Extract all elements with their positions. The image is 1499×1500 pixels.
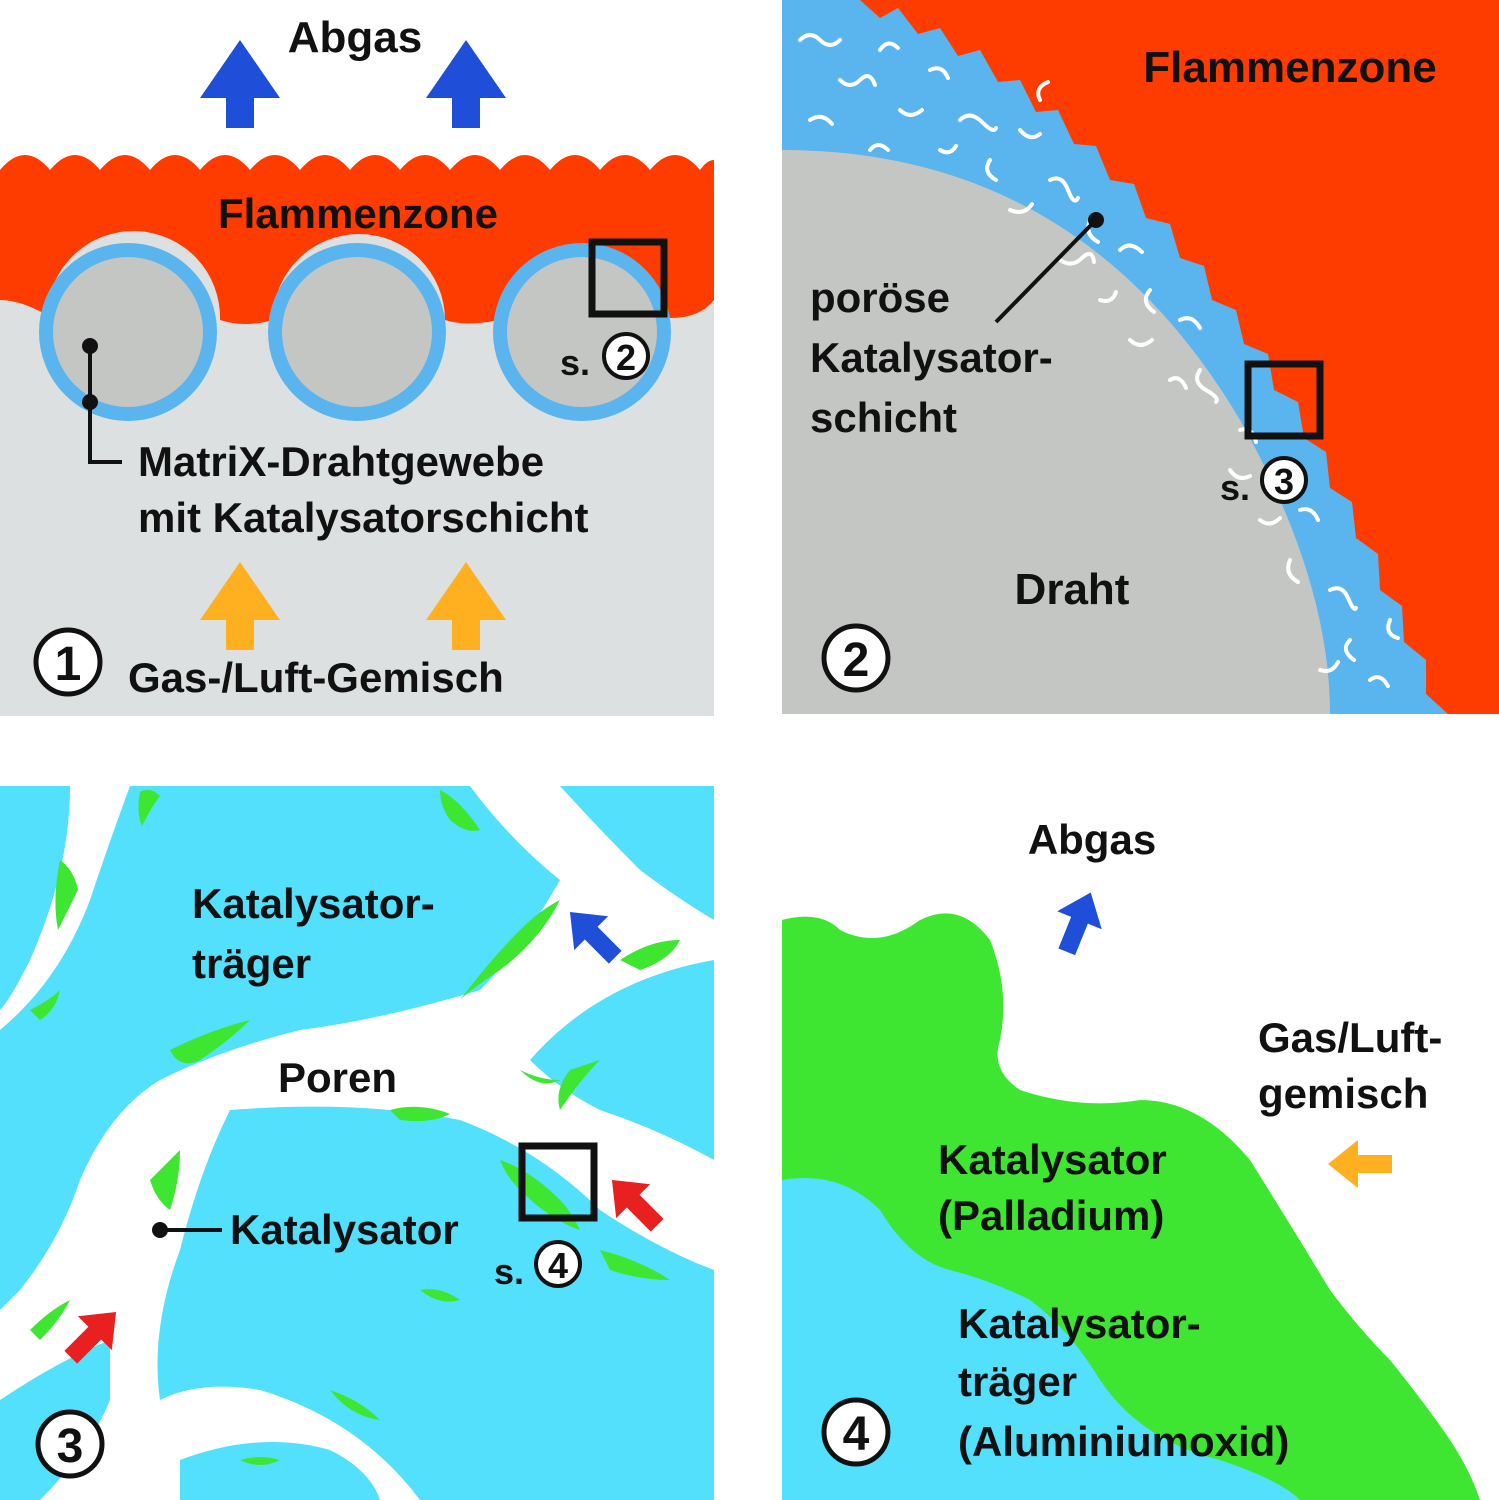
zoom-box-3 [518, 1142, 598, 1222]
carrier-line1-4: Katalysator- [958, 1300, 1201, 1347]
panel-3: Katalysator- träger Poren Katalysator s.… [0, 786, 714, 1500]
ref-number-1: 2 [616, 337, 636, 378]
panel-number-1: 1 [55, 638, 82, 691]
ref-circle-1 [602, 332, 650, 380]
ref-prefix-1: s. [560, 342, 590, 383]
catalyst-label-3: Katalysator [230, 1206, 459, 1253]
carrier-grain-left-top [0, 786, 70, 1010]
matrix-label-line1: MatriX-Drahtgewebe [138, 438, 544, 485]
exhaust-arrow-3 [569, 911, 622, 964]
mixture-label-1: Gas-/Luft-Gemisch [128, 654, 504, 701]
mixture-arrow-right [426, 562, 506, 650]
ref-circle-3 [534, 1240, 582, 1288]
exhaust-label-1: Abgas [288, 13, 422, 62]
zoom-box-1 [588, 238, 668, 318]
porous-leader-line [994, 220, 1096, 324]
matrix-label-line2: mit Katalysatorschicht [138, 494, 588, 541]
panel-number-4: 4 [843, 1408, 870, 1461]
carrier-grain-right-mid [530, 960, 714, 1160]
wire-2 [782, 150, 1330, 714]
mixture-arrow-3-right [611, 1179, 664, 1232]
flame-zone-1 [0, 155, 714, 324]
porous-line2: Katalysator- [810, 334, 1053, 381]
ref-circle-2 [1260, 456, 1308, 504]
ref-number-2: 3 [1274, 461, 1294, 502]
panel-number-2: 2 [843, 634, 870, 687]
leader-dot-bottom [82, 394, 98, 410]
mixture-arrow-left [200, 562, 280, 650]
catalyst-line2-4: (Palladium) [938, 1192, 1164, 1239]
ref-number-3: 4 [548, 1245, 568, 1286]
panel-number-circle-3 [35, 1409, 105, 1479]
panel-number-circle-1 [33, 627, 103, 697]
carrier-grain-right-top [560, 786, 714, 920]
wire-circle-3 [493, 243, 671, 421]
wire-circle-2 [268, 243, 446, 421]
exhaust-arrow-4 [1057, 892, 1102, 956]
porous-line3: schicht [810, 394, 957, 441]
mixture-line1-4: Gas/Luft- [1258, 1014, 1442, 1061]
zoom-box-2 [1244, 360, 1324, 440]
pores-label: Poren [278, 1054, 397, 1101]
catalyst-leader-dot [152, 1222, 168, 1238]
mixture-arrow-4 [1328, 1140, 1392, 1188]
ref-prefix-2: s. [1220, 467, 1250, 508]
carrier-body-4 [782, 1178, 1300, 1500]
carrier-line1-3: Katalysator- [192, 880, 435, 927]
leader-dot-top [82, 338, 98, 354]
panel-2: Flammenzone poröse Katalysator- schicht … [782, 0, 1499, 714]
carrier-grain-bottom-mid [180, 1442, 380, 1500]
carrier-grain-upper [0, 786, 560, 1310]
porous-line1: poröse [810, 274, 950, 321]
wire-label-2: Draht [1015, 565, 1130, 614]
mixture-arrow-3-left [64, 1311, 117, 1364]
carrier-line3-4: (Aluminiumoxid) [958, 1418, 1289, 1465]
carrier-line2-3: träger [192, 940, 311, 987]
exhaust-arrow-left [200, 40, 280, 128]
panel-number-3: 3 [57, 1420, 84, 1473]
porous-leader-dot [1088, 212, 1104, 228]
flame-zone-label-2: Flammenzone [1143, 43, 1436, 92]
carrier-grain-lower [157, 1106, 714, 1500]
exhaust-arrow-right [426, 40, 506, 128]
flame-zone-label-1: Flammenzone [218, 190, 498, 237]
matrix-leader-line [88, 346, 122, 464]
catalyst-line1-4: Katalysator [938, 1136, 1167, 1183]
carrier-line2-4: träger [958, 1358, 1077, 1405]
exhaust-label-4: Abgas [1028, 816, 1156, 863]
panel-number-circle-2 [821, 623, 891, 693]
wire-circle-1 [39, 243, 217, 421]
panel-number-circle-4 [821, 1397, 891, 1467]
panel-1: Abgas Flammenzone MatriX-Drahtgewebe mit… [0, 13, 714, 716]
mixture-line2-4: gemisch [1258, 1070, 1428, 1117]
panel-4: Abgas Gas/Luft- gemisch Katalysator (Pal… [782, 786, 1499, 1500]
ref-prefix-3: s. [494, 1251, 524, 1292]
